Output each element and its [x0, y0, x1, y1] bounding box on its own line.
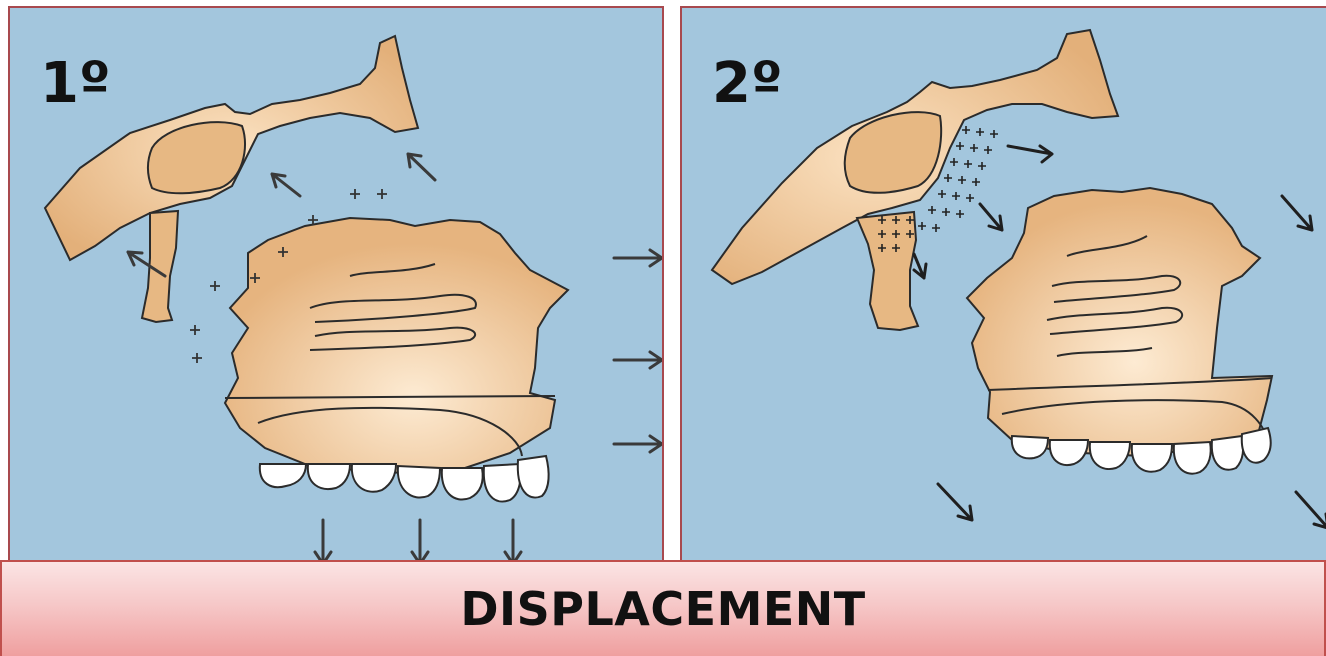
- caption-title: DISPLACEMENT: [460, 582, 865, 636]
- primary-displacement-panel: 1º: [8, 6, 664, 562]
- caption-band: DISPLACEMENT: [0, 560, 1326, 656]
- stage-label-primary: 1º: [40, 56, 111, 112]
- maxilla: [967, 188, 1272, 456]
- pterygoid-process: [142, 211, 178, 322]
- stage-label-secondary: 2º: [712, 56, 783, 112]
- pterygoid-process: [857, 212, 918, 330]
- maxilla: [225, 218, 568, 473]
- secondary-displacement-panel: 2º: [680, 6, 1326, 562]
